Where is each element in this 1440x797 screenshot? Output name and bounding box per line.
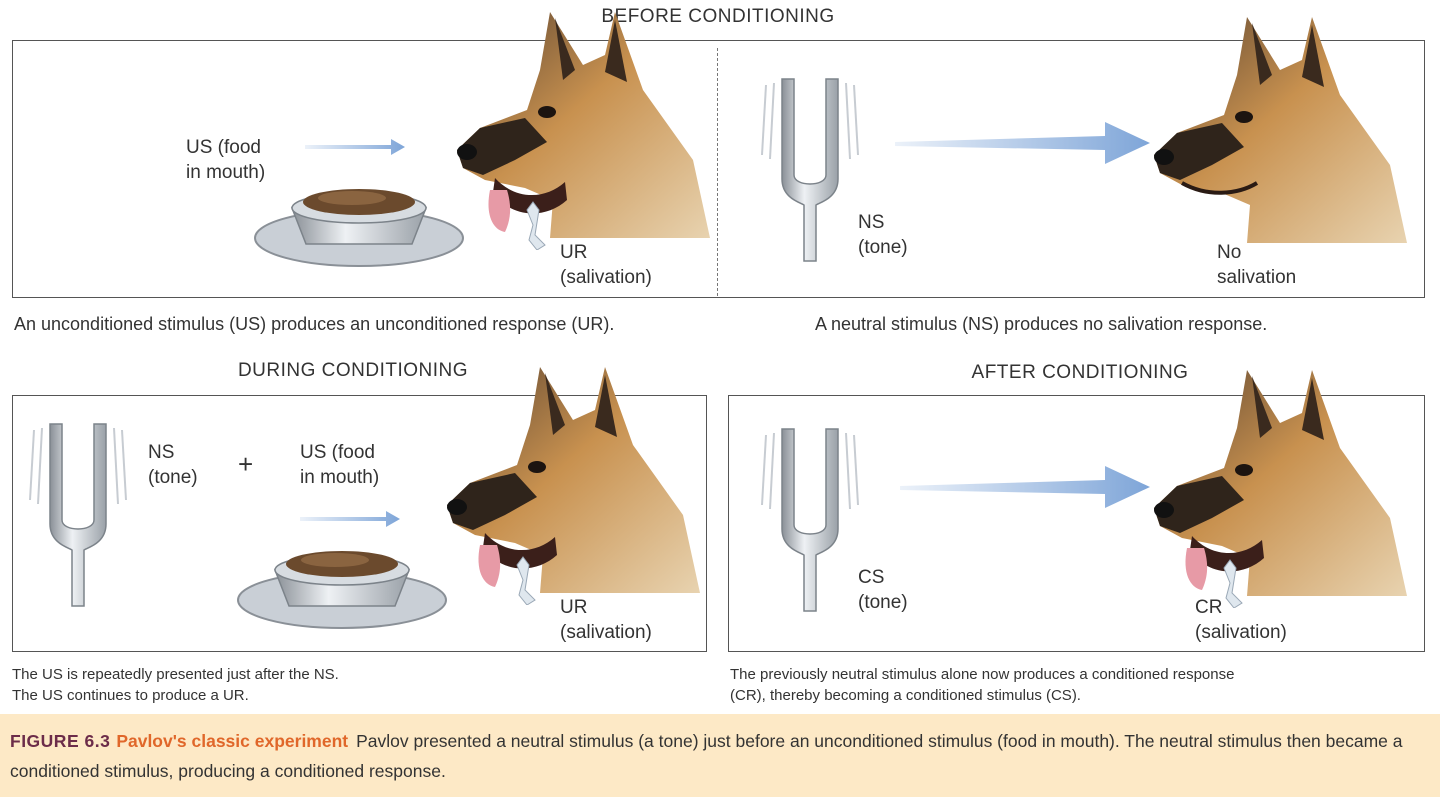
tuning-fork-icon	[761, 428, 859, 612]
dog-salivating-icon	[447, 367, 700, 605]
no-salivation-label: No salivation	[1217, 242, 1297, 288]
figure-title: Pavlov's classic experiment	[116, 731, 349, 751]
tuning-fork-icon	[761, 78, 859, 262]
during-caption: The US is repeatedly presented just afte…	[12, 666, 339, 704]
arrow-icon	[895, 122, 1150, 164]
ns-tone-label: NS (tone)	[858, 212, 908, 258]
arrow-icon	[900, 466, 1150, 508]
during-ns-tone-label: NS (tone)	[148, 442, 198, 488]
figure-description: Pavlov presented a neutral stimulus (a t…	[10, 731, 1403, 781]
cs-tone-label: CS (tone)	[858, 567, 908, 613]
heading-during-conditioning: DURING CONDITIONING	[237, 360, 469, 381]
us-food-label: US (food in mouth)	[186, 137, 266, 183]
during-us-food-label: US (food in mouth)	[300, 442, 380, 488]
tuning-fork-icon	[29, 423, 127, 607]
dog-salivating-icon	[1154, 370, 1407, 608]
ur-salivation-label: UR (salivation)	[560, 242, 652, 288]
during-ur-salivation-label: UR (salivation)	[560, 597, 652, 643]
panel-divider	[717, 48, 718, 296]
plus-sign: +	[238, 449, 254, 479]
dog-salivating-icon	[457, 12, 710, 250]
figure-number: FIGURE 6.3	[10, 731, 111, 751]
food-bowl-icon	[237, 551, 447, 629]
arrow-icon	[305, 139, 405, 155]
heading-before-conditioning: BEFORE CONDITIONING	[601, 6, 835, 27]
dog-icon	[1154, 17, 1407, 243]
cr-salivation-label: CR (salivation)	[1195, 597, 1287, 643]
heading-after-conditioning: AFTER CONDITIONING	[971, 362, 1189, 383]
arrow-icon	[300, 511, 400, 527]
after-caption: The previously neutral stimulus alone no…	[730, 666, 1235, 704]
food-bowl-icon	[254, 189, 464, 267]
before-right-caption: A neutral stimulus (NS) produces no sali…	[815, 314, 1268, 334]
before-left-caption: An unconditioned stimulus (US) produces …	[14, 314, 615, 334]
